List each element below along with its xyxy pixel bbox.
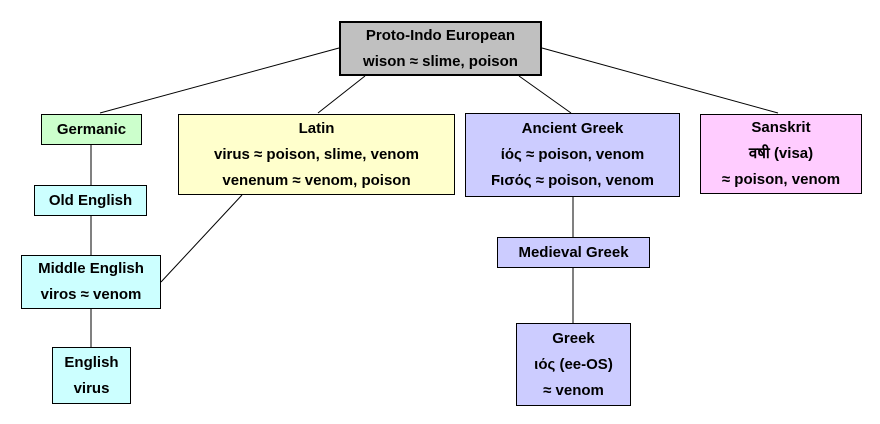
node-gloss: ιός (ee-OS) [534, 355, 613, 373]
node-title: Proto-Indo European [365, 26, 516, 44]
node-gloss: ≈ venom [543, 381, 604, 399]
node-medieval-greek: Medieval Greek [497, 237, 650, 268]
node-gloss: virus [73, 379, 110, 397]
node-english: English virus [52, 347, 131, 404]
node-title: Germanic [56, 120, 127, 138]
node-latin: Latin virus ≈ poison, slime, venom venen… [178, 114, 455, 195]
edge-pie-ancient-greek [518, 75, 572, 114]
node-middle-english: Middle English viros ≈ venom [21, 255, 161, 309]
node-old-english: Old English [34, 185, 147, 216]
edge-latin-middle-english [160, 194, 243, 283]
node-gloss: viros ≈ venom [40, 286, 142, 303]
node-gloss: वषी (visa) [748, 145, 814, 162]
node-title: English [64, 353, 119, 371]
node-gloss: virus ≈ poison, slime, venom [214, 145, 419, 163]
node-gloss: Ϝισός ≈ poison, venom [491, 172, 654, 189]
edge-pie-latin [317, 75, 366, 114]
node-gloss: wison ≈ slime, poison [363, 52, 518, 70]
node-title: Sanskrit [751, 119, 811, 136]
node-title: Greek [552, 329, 595, 347]
node-title: Ancient Greek [521, 120, 624, 137]
node-title: Old English [48, 191, 133, 209]
node-germanic: Germanic [41, 114, 142, 145]
node-gloss: ίός ≈ poison, venom [500, 146, 645, 163]
edge-pie-sanskrit [541, 47, 779, 114]
node-title: Medieval Greek [518, 243, 629, 261]
node-gloss: venenum ≈ venom, poison [222, 171, 411, 189]
node-proto-indo-european: Proto-Indo European wison ≈ slime, poiso… [339, 21, 542, 76]
node-title: Middle English [38, 260, 144, 277]
node-sanskrit: Sanskrit वषी (visa) ≈ poison, venom [700, 114, 862, 194]
edge-pie-germanic [99, 47, 340, 114]
node-greek: Greek ιός (ee-OS) ≈ venom [516, 323, 631, 406]
node-gloss: ≈ poison, venom [721, 171, 841, 188]
node-title: Latin [298, 119, 335, 137]
node-ancient-greek: Ancient Greek ίός ≈ poison, venom Ϝισός … [465, 113, 680, 197]
